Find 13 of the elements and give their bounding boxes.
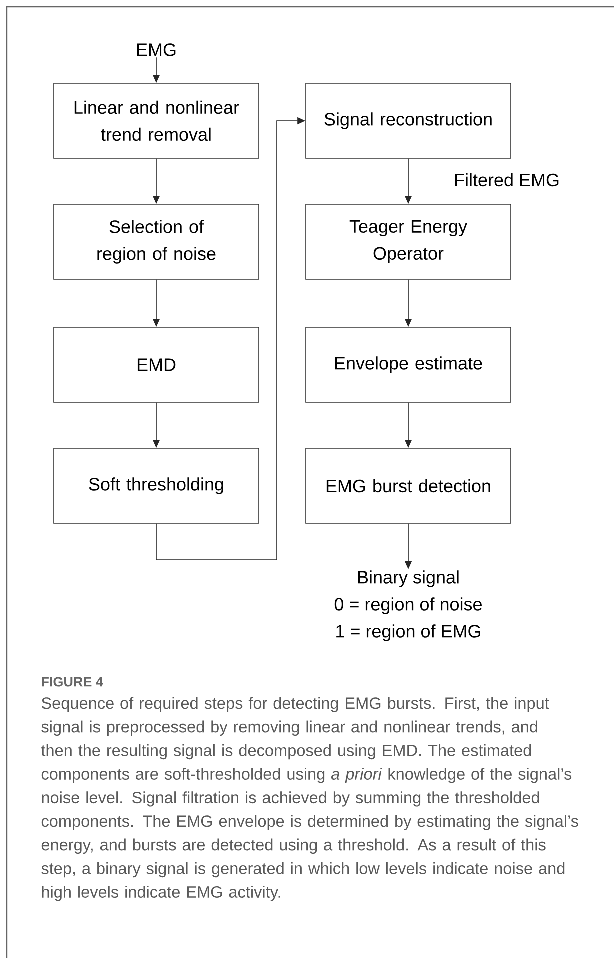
- process-box: Teager Energy Operator: [306, 204, 512, 280]
- figure-caption: Sequence of required steps for detecting EMG bursts. First, the input signal is preprocessed by removing linear and nonlinear trends, and then the resulting signal is decomposed using EMD. The estimated components are soft-thresholded using a priori knowledge of the signal’s noise level. Signal filtration is achieved by summing the thresholded components. The EMG envelope is determined by estimating the signal’s energy, and bursts are detected using a threshold. As a result of this step, a binary signal is generated in which low levels indicate noise and high levels indicate EMG activity.: [41, 697, 578, 902]
- output-label: Binary signal 0 = region of noise 1 = region of EMG: [334, 570, 482, 642]
- process-box: Envelope estimate: [306, 327, 512, 403]
- process-box: Signal reconstruction: [306, 83, 512, 159]
- process-box: EMD: [54, 327, 260, 403]
- process-box: Linear and nonlinear trend removal: [54, 83, 260, 159]
- edge-label: Filtered EMG: [453, 172, 562, 188]
- process-box: Soft thresholding: [54, 448, 260, 524]
- signal-label: EMG: [137, 44, 176, 56]
- process-box: EMG burst detection: [306, 448, 512, 524]
- figure-number: FIGURE 4: [42, 677, 104, 687]
- process-box: Selection of region of noise: [54, 204, 260, 280]
